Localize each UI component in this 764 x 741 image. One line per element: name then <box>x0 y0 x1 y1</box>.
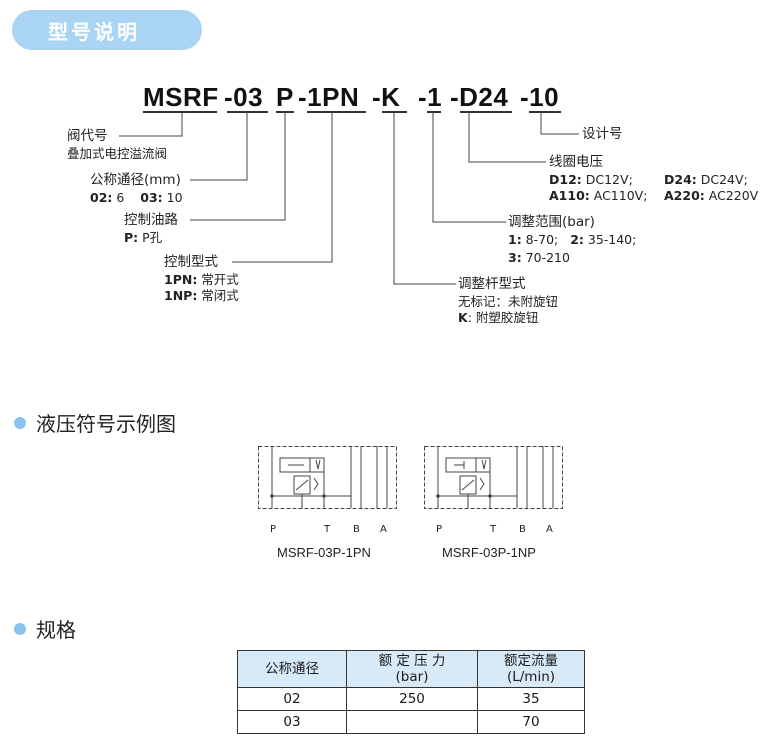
spec-table: 公称通径 额 定 压 力 (bar) 额定流量 (L/min) 02 250 3… <box>237 650 585 734</box>
section-symbols-title: 液压符号示例图 <box>14 408 176 437</box>
spec-cell: 35 <box>477 687 585 711</box>
symbol-2-port-t: T <box>490 524 497 535</box>
leader-rod <box>393 112 456 285</box>
symbol-1-caption: MSRF-03P-1PN <box>277 545 371 560</box>
symbol-1-port-b: B <box>353 524 360 535</box>
leader-lines <box>119 112 579 285</box>
spec-cell: 03 <box>237 710 347 734</box>
spec-header-flow: 额定流量 (L/min) <box>477 650 585 688</box>
legend-size-label: 公称通径(mm) <box>90 172 181 188</box>
spec-cell: 250 <box>346 687 478 711</box>
section-spec-title: 规格 <box>14 614 76 643</box>
symbol-2-port-a: A <box>546 524 553 535</box>
underline-series <box>143 111 217 113</box>
legend-coil-d12: D12: DC12V; <box>549 172 633 187</box>
legend-valve-desc: 叠加式电控溢流阀 <box>67 146 168 161</box>
spec-cell <box>346 710 478 734</box>
code-part-series: MSRF <box>143 82 219 112</box>
symbol-2-caption: MSRF-03P-1NP <box>442 545 536 560</box>
table-row: 02 250 35 <box>237 687 585 711</box>
code-part-control: -1PN <box>298 82 360 112</box>
code-part-rod: -K <box>372 82 401 112</box>
legend-control-label: 控制型式 <box>164 254 218 270</box>
leader-coil <box>468 112 546 163</box>
page-header-pill: 型号说明 <box>12 10 202 50</box>
legend-coil-label: 线圈电压 <box>549 154 603 170</box>
spec-header-size: 公称通径 <box>237 650 347 688</box>
symbol-2-port-b: B <box>519 524 526 535</box>
legend-range-values-2: 3: 70-210 <box>508 250 570 265</box>
legend-oil-values: P: P孔 <box>124 230 163 245</box>
code-part-size: -03 <box>224 82 264 112</box>
underline-coil <box>460 111 512 113</box>
legend-oil-label: 控制油路 <box>124 212 178 228</box>
spec-header-pressure: 额 定 压 力 (bar) <box>346 650 478 688</box>
legend-size-values: 02: 6 03: 10 <box>90 190 183 205</box>
legend-range-values-1: 1: 8-70; 2: 35-140; <box>508 232 637 247</box>
spec-table-header-row: 公称通径 额 定 压 力 (bar) 额定流量 (L/min) <box>237 650 585 688</box>
spec-cell: 02 <box>237 687 347 711</box>
code-part-range: -1 <box>418 82 443 112</box>
legend-rod-value-2: K: 附塑胶旋钮 <box>458 310 539 325</box>
hydraulic-symbol-1np <box>424 446 563 509</box>
leader-series <box>119 112 183 137</box>
legend-valve-label: 阀代号 <box>67 128 108 144</box>
underline-control <box>307 111 366 113</box>
symbol-1-port-t: T <box>324 524 331 535</box>
legend-range-label: 调整范围(bar) <box>508 214 595 230</box>
header-title: 型号说明 <box>48 19 140 44</box>
leader-range <box>432 112 506 223</box>
code-part-design: -10 <box>520 82 560 112</box>
leader-design <box>540 112 579 135</box>
hydraulic-symbol-1pn <box>258 446 397 509</box>
legend-coil-a110: A110: AC110V; <box>549 188 648 203</box>
legend-control-value-1: 1PN: 常开式 <box>164 272 239 287</box>
leader-size <box>190 112 248 181</box>
underline-range <box>427 111 441 113</box>
table-row: 03 70 <box>237 710 585 734</box>
legend-rod-label: 调整杆型式 <box>458 276 526 292</box>
legend-rod-value-1: 无标记：未附旋钮 <box>458 294 559 309</box>
underline-design <box>529 111 561 113</box>
leader-oil <box>190 112 286 221</box>
legend-control-value-2: 1NP: 常闭式 <box>164 288 239 303</box>
code-part-oil: P <box>276 82 294 112</box>
spec-cell: 70 <box>477 710 585 734</box>
symbol-1-port-a: A <box>380 524 387 535</box>
symbol-2-port-p: P <box>436 524 443 535</box>
bullet-dot-icon <box>14 622 26 635</box>
legend-design-label: 设计号 <box>582 126 623 142</box>
bullet-dot-icon <box>14 416 26 429</box>
legend-coil-a220: A220: AC220V <box>664 188 759 203</box>
symbol-1-port-p: P <box>270 524 277 535</box>
legend-coil-d24: D24: DC24V; <box>664 172 748 187</box>
leader-control <box>232 112 333 263</box>
code-part-coil: -D24 <box>450 82 509 112</box>
